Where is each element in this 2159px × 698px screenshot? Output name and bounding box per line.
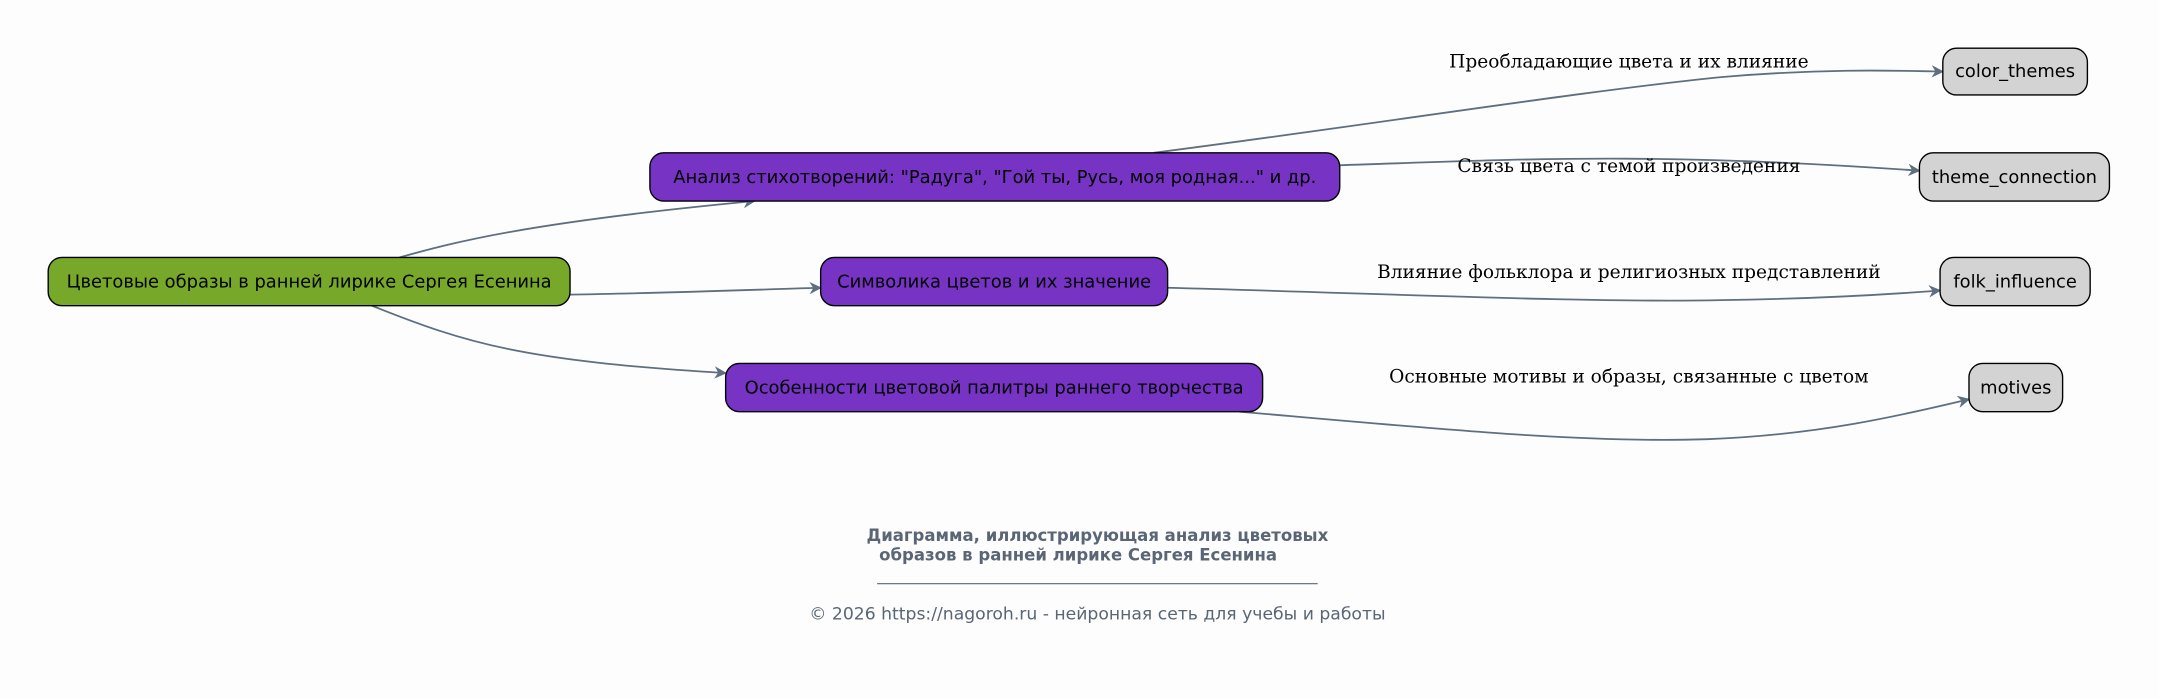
node-symbolism-label: Символика цветов и их значение [837, 272, 1151, 293]
edge-label-theme-connection: Связь цвета с темой произведения [1457, 156, 1800, 177]
edge-root-palette [371, 304, 727, 379]
node-root-label: Цветовые образы в ранней лирике Сергея Е… [67, 272, 552, 293]
node-palette[interactable]: Особенности цветовой палитры раннего тво… [724, 362, 1264, 413]
caption-footer: © 2026 https://nagoroh.ru - нейронная се… [809, 605, 1385, 625]
edge-label-folk-influence: Влияние фольклора и религиозных представ… [1377, 262, 1881, 283]
edge-analysis-theme-connection [1339, 157, 1921, 177]
node-theme-connection-label: theme_connection [1932, 167, 2097, 188]
caption-title-line2: образов в ранней лирике Сергея Есенина [879, 545, 1277, 564]
caption-title-line1: Диаграмма, иллюстрирующая анализ цветовы… [867, 526, 1329, 545]
node-folk-influence[interactable]: folk_influence [1939, 256, 2091, 307]
node-root[interactable]: Цветовые образы в ранней лирике Сергея Е… [47, 256, 571, 307]
node-symbolism[interactable]: Символика цветов и их значение [819, 256, 1169, 307]
node-analysis-label: Анализ стихотворений: "Радуга", "Гой ты,… [673, 167, 1316, 188]
edge-root-symbolism [570, 281, 822, 296]
node-motives-label: motives [1980, 378, 2051, 399]
node-folk-influence-label: folk_influence [1953, 272, 2077, 293]
node-palette-label: Особенности цветовой палитры раннего тво… [745, 378, 1244, 399]
node-motives[interactable]: motives [1968, 362, 2064, 413]
node-theme-connection[interactable]: theme_connection [1918, 152, 2111, 202]
edge-label-color-themes: Преобладающие цвета и их влияние [1449, 51, 1808, 72]
edge-palette-motives [1239, 395, 1971, 441]
edge-analysis-color-themes [1153, 65, 1945, 154]
node-analysis[interactable]: Анализ стихотворений: "Радуга", "Гой ты,… [649, 152, 1341, 202]
node-color-themes-label: color_themes [1955, 61, 2075, 82]
edge-symbolism-folk-influence [1167, 285, 1942, 302]
edge-root-analysis [399, 195, 756, 259]
node-color-themes[interactable]: color_themes [1942, 47, 2089, 96]
edge-label-motives: Основные мотивы и образы, связанные с цв… [1389, 367, 1868, 388]
